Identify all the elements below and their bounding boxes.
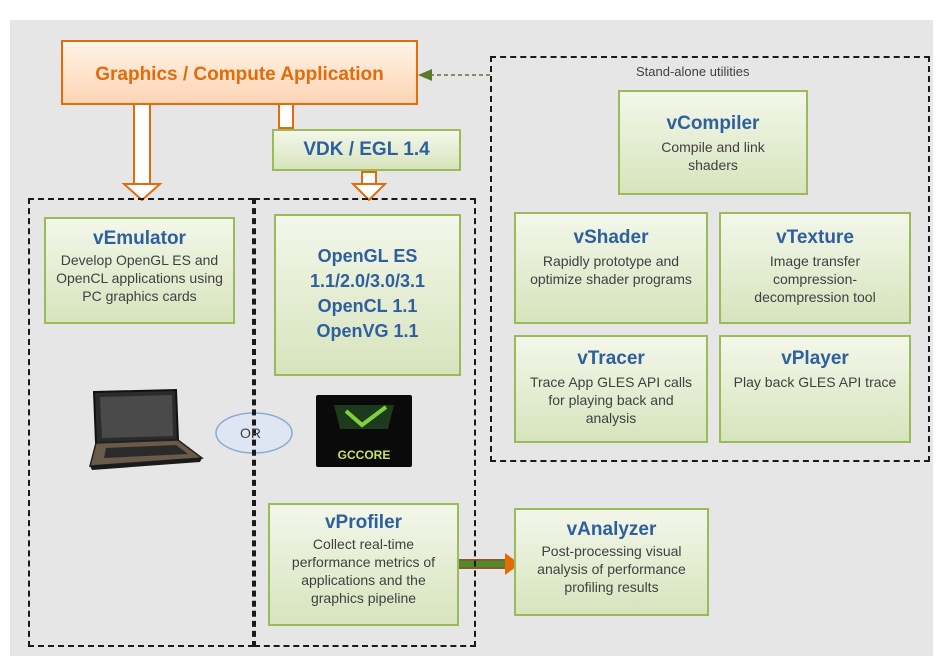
apis-line1: OpenGL ES bbox=[317, 246, 418, 266]
vanalyzer-desc: Post-processing visual analysis of perfo… bbox=[537, 543, 686, 595]
vcompiler-box: vCompiler Compile and link shaders bbox=[618, 90, 808, 195]
arrow-app-to-emulator bbox=[121, 103, 163, 202]
vtracer-box: vTracer Trace App GLES API calls for pla… bbox=[514, 335, 708, 443]
vtexture-title: vTexture bbox=[776, 227, 854, 248]
apis-box: OpenGL ES 1.1/2.0/3.0/3.1 OpenCL 1.1 Ope… bbox=[274, 214, 461, 376]
emulator-region bbox=[28, 198, 254, 647]
target-region bbox=[254, 198, 476, 647]
vtexture-desc: Image transfer compression-decompression… bbox=[754, 253, 876, 305]
vdk-box: VDK / EGL 1.4 bbox=[272, 129, 461, 171]
vemulator-desc: Develop OpenGL ES and OpenCL application… bbox=[56, 252, 223, 304]
apis-line2: 1.1/2.0/3.0/3.1 bbox=[309, 271, 426, 291]
apis-line4: OpenVG 1.1 bbox=[316, 321, 419, 341]
gccore-chip-icon bbox=[334, 405, 394, 429]
vplayer-desc: Play back GLES API trace bbox=[733, 374, 897, 390]
vplayer-title: vPlayer bbox=[781, 348, 849, 369]
vcompiler-desc: Compile and link shaders bbox=[661, 139, 765, 173]
utilities-heading: Stand-alone utilities bbox=[636, 64, 750, 79]
laptop-icon bbox=[89, 388, 204, 470]
vanalyzer-title: vAnalyzer bbox=[566, 519, 657, 540]
vcompiler-title: vCompiler bbox=[666, 113, 760, 134]
vshader-box: vShader Rapidly prototype and optimize s… bbox=[514, 212, 708, 324]
vemulator-title: vEmulator bbox=[93, 228, 186, 249]
or-label: OR bbox=[240, 425, 261, 441]
gccore-logo: GCCORE bbox=[316, 395, 412, 467]
gccore-label: GCCORE bbox=[337, 448, 391, 462]
vtracer-desc: Trace App GLES API calls for playing bac… bbox=[529, 374, 693, 426]
arrow-utilities-to-app bbox=[418, 69, 490, 81]
vanalyzer-box: vAnalyzer Post-processing visual analysi… bbox=[514, 508, 709, 616]
arrow-profiler-to-analyzer bbox=[459, 553, 520, 575]
vshader-desc: Rapidly prototype and optimize shader pr… bbox=[530, 253, 692, 287]
utilities-region bbox=[490, 56, 930, 462]
vemulator-box: vEmulator Develop OpenGL ES and OpenCL a… bbox=[44, 217, 235, 324]
arrow-vdk-to-apis bbox=[278, 103, 388, 202]
app-title: Graphics / Compute Application bbox=[95, 64, 384, 85]
vtexture-box: vTexture Image transfer compression-deco… bbox=[719, 212, 911, 324]
vshader-title: vShader bbox=[573, 227, 649, 248]
vdk-label: VDK / EGL 1.4 bbox=[303, 139, 430, 160]
vtracer-title: vTracer bbox=[577, 348, 645, 369]
app-box: Graphics / Compute Application bbox=[61, 40, 418, 105]
vprofiler-box: vProfiler Collect real-time performance … bbox=[268, 503, 459, 626]
vprofiler-desc: Collect real-time performance metrics of… bbox=[291, 536, 436, 606]
vprofiler-title: vProfiler bbox=[324, 512, 403, 533]
apis-line3: OpenCL 1.1 bbox=[317, 296, 418, 316]
vplayer-box: vPlayer Play back GLES API trace bbox=[719, 335, 911, 443]
